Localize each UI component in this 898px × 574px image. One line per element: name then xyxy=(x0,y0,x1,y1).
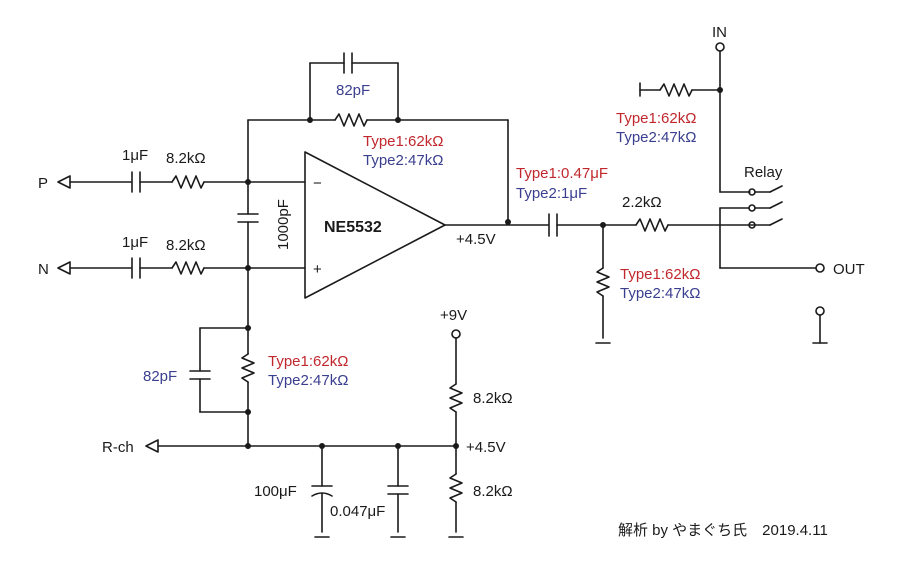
input-p-line xyxy=(57,171,306,193)
input-n-label: N xyxy=(38,261,49,278)
feedback-resistor-type1: Type1:62kΩ xyxy=(363,133,443,150)
load-resistor-type1: Type1:62kΩ xyxy=(620,266,700,283)
in-resistor-type2: Type2:47kΩ xyxy=(616,129,696,146)
output-line xyxy=(444,213,756,344)
input-n-cap-label: 1μF xyxy=(122,234,148,251)
bias-cap1-label: 100μF xyxy=(254,483,297,500)
diff-capacitor-label: 1000pF xyxy=(275,199,292,250)
vcc-label: +9V xyxy=(440,307,467,324)
relay-section xyxy=(639,42,828,344)
feedback-resistor-type2: Type2:47kΩ xyxy=(363,152,443,169)
bias-label: +4.5V xyxy=(466,439,506,456)
opamp-minus-sign: − xyxy=(313,175,322,192)
rch-label: R-ch xyxy=(102,439,134,456)
divider-top-resistor-label: 8.2kΩ xyxy=(473,390,513,407)
feedback-network xyxy=(247,52,509,223)
load-resistor-type2: Type2:47kΩ xyxy=(620,285,700,302)
input-p-cap-label: 1μF xyxy=(122,147,148,164)
coupling-cap-type2: Type2:1μF xyxy=(516,185,587,202)
ground-resistor-type2: Type2:47kΩ xyxy=(268,372,348,389)
divider-bottom-resistor-label: 8.2kΩ xyxy=(473,483,513,500)
output-bias-label: +4.5V xyxy=(456,231,496,248)
in-label: IN xyxy=(712,24,727,41)
opamp-plus-sign: + xyxy=(313,261,322,278)
junction-dots xyxy=(245,87,723,449)
out-label: OUT xyxy=(833,261,865,278)
input-p-label: P xyxy=(38,175,48,192)
input-n-line xyxy=(57,257,306,279)
input-p-resistor-label: 8.2kΩ xyxy=(166,150,206,167)
in-resistor-type1: Type1:62kΩ xyxy=(616,110,696,127)
ground-cap-label: 82pF xyxy=(143,368,177,385)
relay-label: Relay xyxy=(744,164,783,181)
input-n-resistor-label: 8.2kΩ xyxy=(166,237,206,254)
feedback-cap-label: 82pF xyxy=(336,82,370,99)
opamp-name: NE5532 xyxy=(324,219,382,236)
opamp-triangle xyxy=(304,151,446,299)
bias-supply xyxy=(145,329,464,538)
credit-line: 解析 by やまぐち氏 2019.4.11 xyxy=(618,522,828,539)
diff-capacitor xyxy=(237,181,259,269)
coupling-cap-type1: Type1:0.47μF xyxy=(516,165,608,182)
ground-resistor-type1: Type1:62kΩ xyxy=(268,353,348,370)
series-resistor-label: 2.2kΩ xyxy=(622,194,662,211)
bias-cap2-label: 0.047μF xyxy=(330,503,385,520)
input-ground-network xyxy=(189,267,255,447)
